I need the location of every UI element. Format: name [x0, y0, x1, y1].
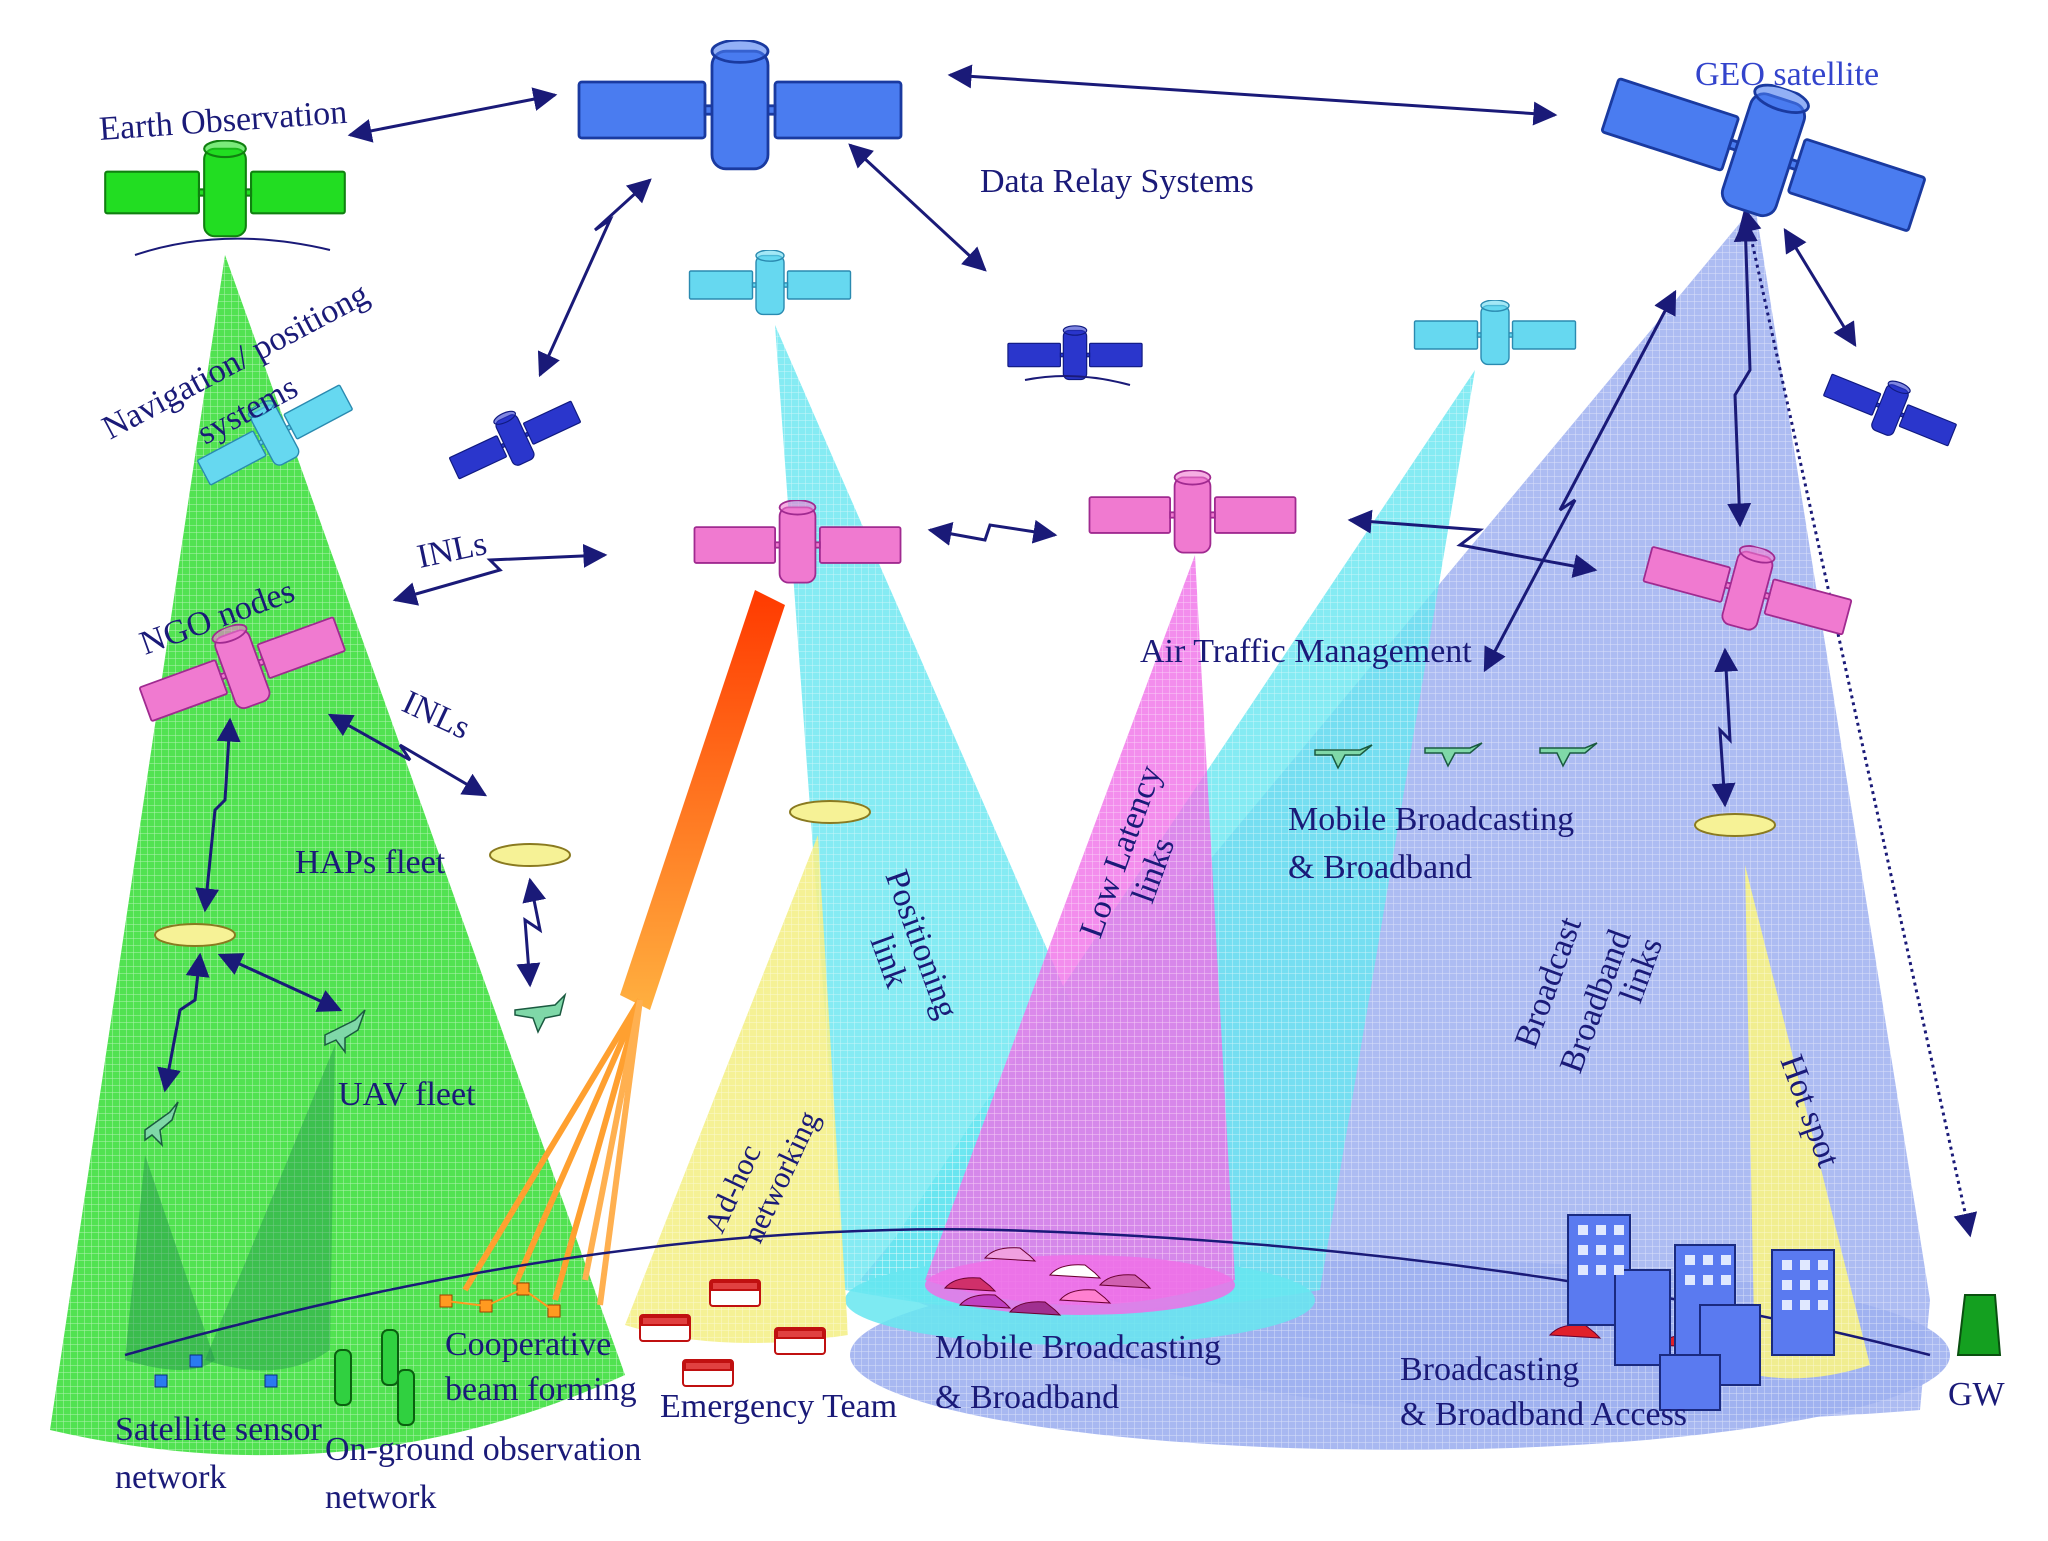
satellite-icon — [186, 250, 1577, 500]
label-haps-fleet: HAPs fleet — [295, 844, 446, 881]
label-onground-1: On-ground observation — [325, 1431, 641, 1468]
satellite-icon — [441, 325, 1964, 492]
building-icon — [1567, 1214, 1835, 1411]
label-onground-2: network — [325, 1479, 436, 1516]
label-data-relay: Data Relay Systems — [980, 163, 1254, 200]
label-uav-fleet: UAV fleet — [338, 1076, 476, 1113]
magenta-beam — [925, 555, 1235, 1315]
label-air-traffic: Air Traffic Management — [1140, 633, 1472, 670]
satellite-icon — [104, 140, 346, 256]
label-sensor-2: network — [115, 1459, 226, 1496]
label-mobile-bb-top-1: Mobile Broadcasting — [1288, 801, 1574, 838]
label-earth-observation: Earth Observation — [98, 94, 348, 148]
label-cooperative-2: beam forming — [445, 1371, 637, 1408]
label-broadcasting-access-1: Broadcasting — [1400, 1351, 1579, 1388]
haps-airship-icon — [154, 800, 1776, 947]
label-cooperative-1: Cooperative — [445, 1326, 611, 1363]
label-mobile-bb-top-2: & Broadband — [1288, 849, 1472, 886]
label-gw: GW — [1948, 1376, 2006, 1413]
aircraft-icon — [144, 742, 1598, 1148]
sensor-icon — [154, 1354, 278, 1388]
label-inls-1: INLs — [414, 525, 490, 576]
label-mobile-bb-bottom-1: Mobile Broadcasting — [935, 1329, 1221, 1366]
cooperative-beams — [462, 590, 785, 1306]
ambulance-icon — [639, 1279, 826, 1387]
label-geo-satellite: GEO satellite — [1695, 56, 1879, 93]
label-inls-2: INLs — [397, 684, 476, 747]
gateway-icon — [1956, 1294, 2002, 1356]
label-mobile-bb-bottom-2: & Broadband — [935, 1379, 1119, 1416]
label-broadcasting-access-2: & Broadband Access — [1400, 1396, 1687, 1433]
label-sensor-1: Satellite sensor — [115, 1411, 322, 1448]
beamforming-nodes — [439, 1282, 561, 1318]
links — [157, 64, 1978, 1238]
label-emergency-team: Emergency Team — [660, 1388, 897, 1425]
onground-station-icon — [334, 1329, 415, 1426]
green-eo-beam — [50, 255, 625, 1456]
